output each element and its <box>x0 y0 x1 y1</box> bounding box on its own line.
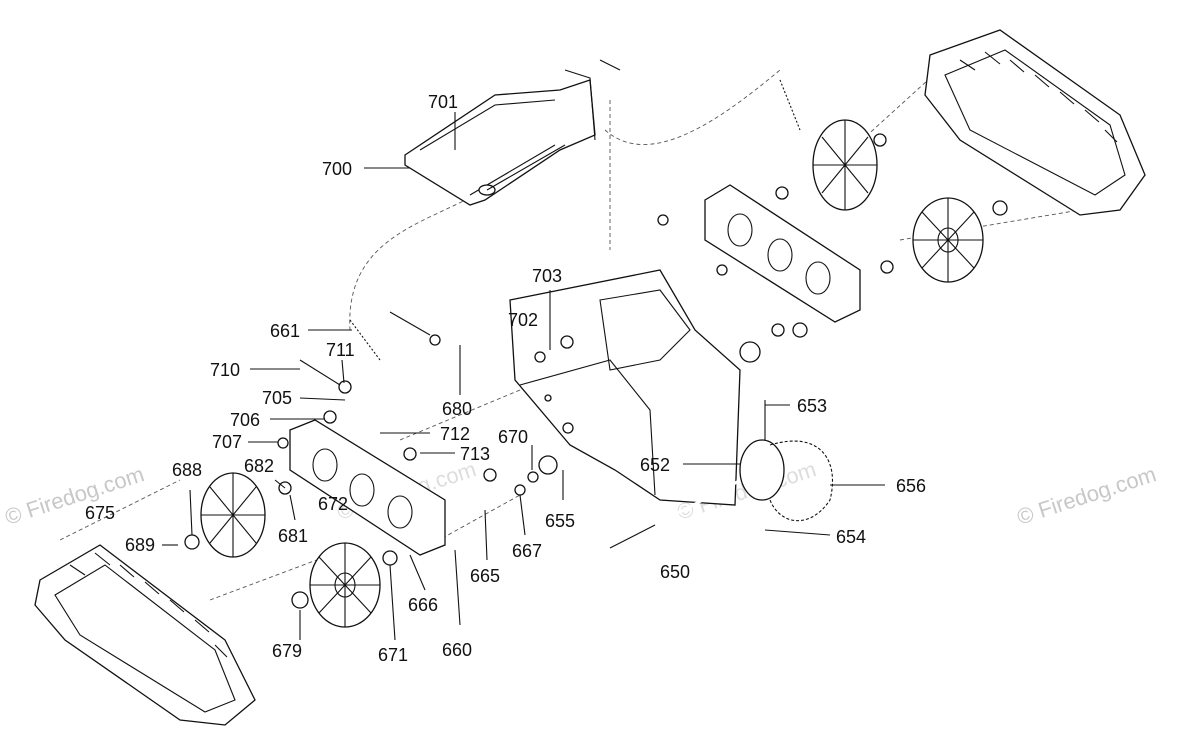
part-callout-705: 705 <box>262 388 292 408</box>
part-callout-672: 672 <box>318 494 348 514</box>
part-callout-712: 712 <box>440 424 470 444</box>
part-callout-656: 656 <box>896 476 926 496</box>
part-callout-653: 653 <box>797 396 827 416</box>
part-callout-670: 670 <box>498 427 528 447</box>
idler-wheel-right <box>812 119 878 211</box>
part-callout-710: 710 <box>210 360 240 380</box>
part-callout-707: 707 <box>212 432 242 452</box>
subframe-bracket <box>404 69 596 206</box>
part-callout-706: 706 <box>230 410 260 430</box>
part-callout-682: 682 <box>244 456 274 476</box>
part-callout-703: 703 <box>532 266 562 286</box>
part-callout-671: 671 <box>378 645 408 665</box>
main-frame <box>509 269 741 506</box>
part-callout-702: 702 <box>508 310 538 330</box>
right-side-plate <box>704 184 861 323</box>
left-side-plate <box>289 419 446 556</box>
idler-wheel-left <box>200 472 266 558</box>
part-callout-680: 680 <box>442 399 472 419</box>
watermark-left: © Firedog.com <box>2 461 147 529</box>
part-callout-681: 681 <box>278 526 308 546</box>
hardware <box>184 59 1008 609</box>
part-callout-679: 679 <box>272 641 302 661</box>
part-callout-688: 688 <box>172 460 202 480</box>
part-callout-675: 675 <box>85 503 115 523</box>
part-callout-652: 652 <box>640 455 670 475</box>
track-left <box>34 544 256 726</box>
part-callout-700: 700 <box>322 159 352 179</box>
drive-chain <box>769 440 834 522</box>
axle-shaft <box>654 439 785 527</box>
part-callout-713: 713 <box>460 444 490 464</box>
leader-lines <box>162 112 885 641</box>
part-callout-655: 655 <box>545 511 575 531</box>
sprocket-wheel-left <box>309 542 381 628</box>
part-callout-650: 650 <box>660 562 690 582</box>
part-callout-689: 689 <box>125 535 155 555</box>
watermark-right: © Firedog.com <box>1014 461 1159 529</box>
part-callout-701: 701 <box>428 92 458 112</box>
part-callout-665: 665 <box>470 566 500 586</box>
part-callout-666: 666 <box>408 595 438 615</box>
part-callout-667: 667 <box>512 541 542 561</box>
track-right <box>924 29 1146 216</box>
sprocket-wheel-right <box>912 197 984 283</box>
part-callout-661: 661 <box>270 321 300 341</box>
part-callout-711: 711 <box>326 340 355 360</box>
part-callout-654: 654 <box>836 527 866 547</box>
part-callout-660: 660 <box>442 640 472 660</box>
